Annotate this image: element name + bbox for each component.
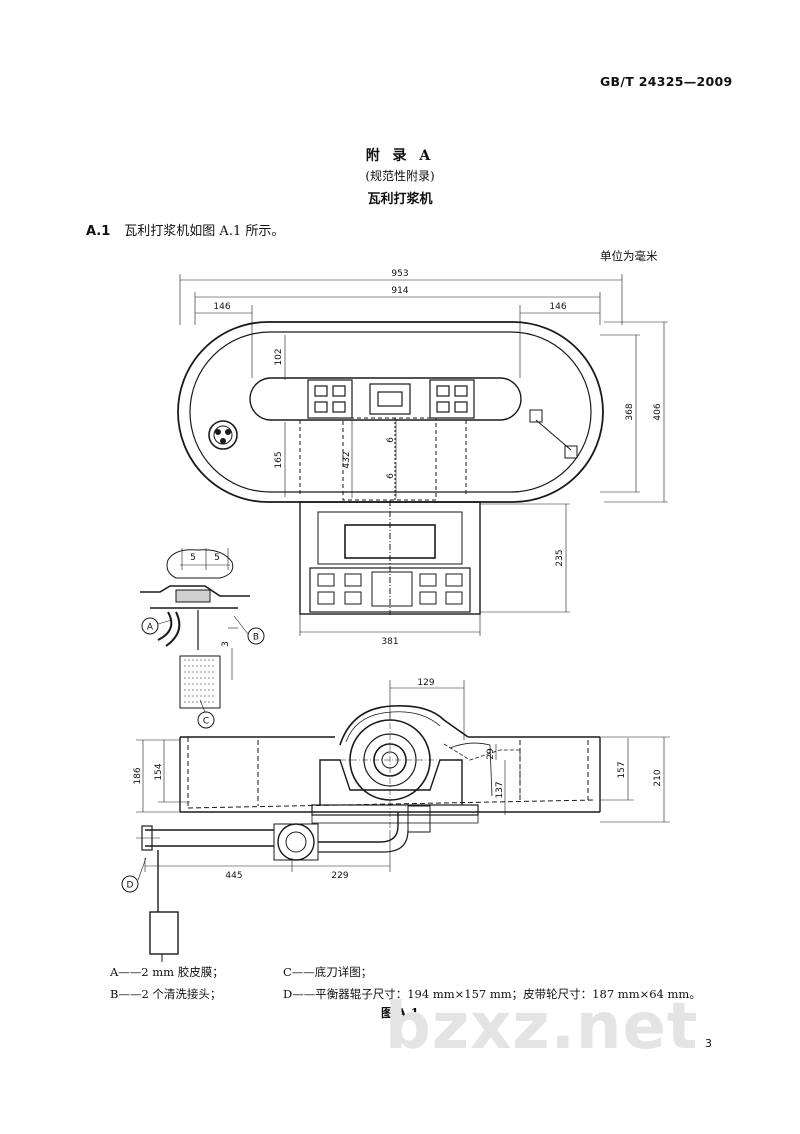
- section-number: A.1: [86, 224, 111, 239]
- legend-c: C——底刀详图；: [283, 965, 373, 979]
- dim-154: 154: [154, 763, 164, 780]
- dim-914: 914: [391, 286, 408, 296]
- roll-hidden: [342, 417, 437, 501]
- watermark: bzxz.net: [385, 990, 699, 1064]
- hood: [339, 704, 469, 746]
- callouts: [121, 615, 265, 893]
- dim-137: 137: [495, 781, 505, 798]
- counterweight: [149, 911, 179, 955]
- elevation-view: [136, 704, 601, 962]
- dim-432: 432: [342, 451, 352, 468]
- callout-b: B: [253, 633, 259, 643]
- dim-102: 102: [274, 348, 284, 365]
- bed-knife-detail: 5 5 3: [140, 548, 250, 709]
- legend-a: A——2 mm 胶皮膜；: [110, 965, 224, 979]
- figure-caption: 图 A.1: [380, 1006, 420, 1020]
- plan-dimension-lines: [179, 274, 668, 636]
- dim-210: 210: [653, 769, 663, 786]
- dim-29: 29: [486, 748, 496, 760]
- plan-view: [177, 321, 604, 615]
- callout-d: D: [127, 881, 134, 891]
- bed-knife-bars: [179, 655, 221, 709]
- dim-186: 186: [133, 767, 143, 784]
- dim-6-upper: 6: [386, 437, 396, 443]
- annex-title: 附 录 A: [365, 148, 435, 164]
- dim-406: 406: [653, 403, 663, 420]
- callout-a: A: [147, 623, 154, 633]
- dim-129: 129: [417, 678, 434, 688]
- section-line: A.1 瓦利打浆机如图 A.1 所示。: [86, 220, 284, 239]
- legend-d: D——平衡器辊子尺寸：194 mm×157 mm；皮带轮尺寸：187 mm×64…: [283, 987, 701, 1001]
- legend-b: B——2 个清洗接头；: [110, 987, 222, 1001]
- annex-nature: (规范性附录): [365, 169, 435, 183]
- unit-note: 单位为毫米: [600, 249, 658, 263]
- section-text: 瓦利打浆机如图 A.1 所示。: [124, 224, 285, 239]
- dim-165: 165: [274, 451, 284, 468]
- drain-outlet: [208, 420, 238, 450]
- dim-157: 157: [617, 761, 627, 778]
- midfeather: [249, 377, 522, 421]
- dim-3: 3: [221, 641, 231, 647]
- belt-pulley: [277, 823, 315, 861]
- page-number: 3: [705, 1037, 712, 1050]
- dim-381: 381: [381, 637, 398, 647]
- dim-445: 445: [225, 871, 242, 881]
- dim-5-right: 5: [214, 553, 220, 563]
- dim-146-left: 146: [213, 302, 230, 312]
- dim-368: 368: [625, 403, 635, 420]
- elevation-dimension-lines: [136, 680, 670, 872]
- dim-5-left: 5: [190, 553, 196, 563]
- dim-953: 953: [391, 269, 408, 279]
- dim-6-lower: 6: [386, 473, 396, 479]
- dim-229: 229: [331, 871, 348, 881]
- dim-146-right: 146: [549, 302, 566, 312]
- callout-c: C: [203, 717, 209, 727]
- annex-name: 瓦利打浆机: [367, 192, 433, 207]
- standard-number: GB/T 24325—2009: [600, 74, 733, 89]
- dim-235: 235: [555, 549, 565, 566]
- tub-inner: [189, 331, 592, 493]
